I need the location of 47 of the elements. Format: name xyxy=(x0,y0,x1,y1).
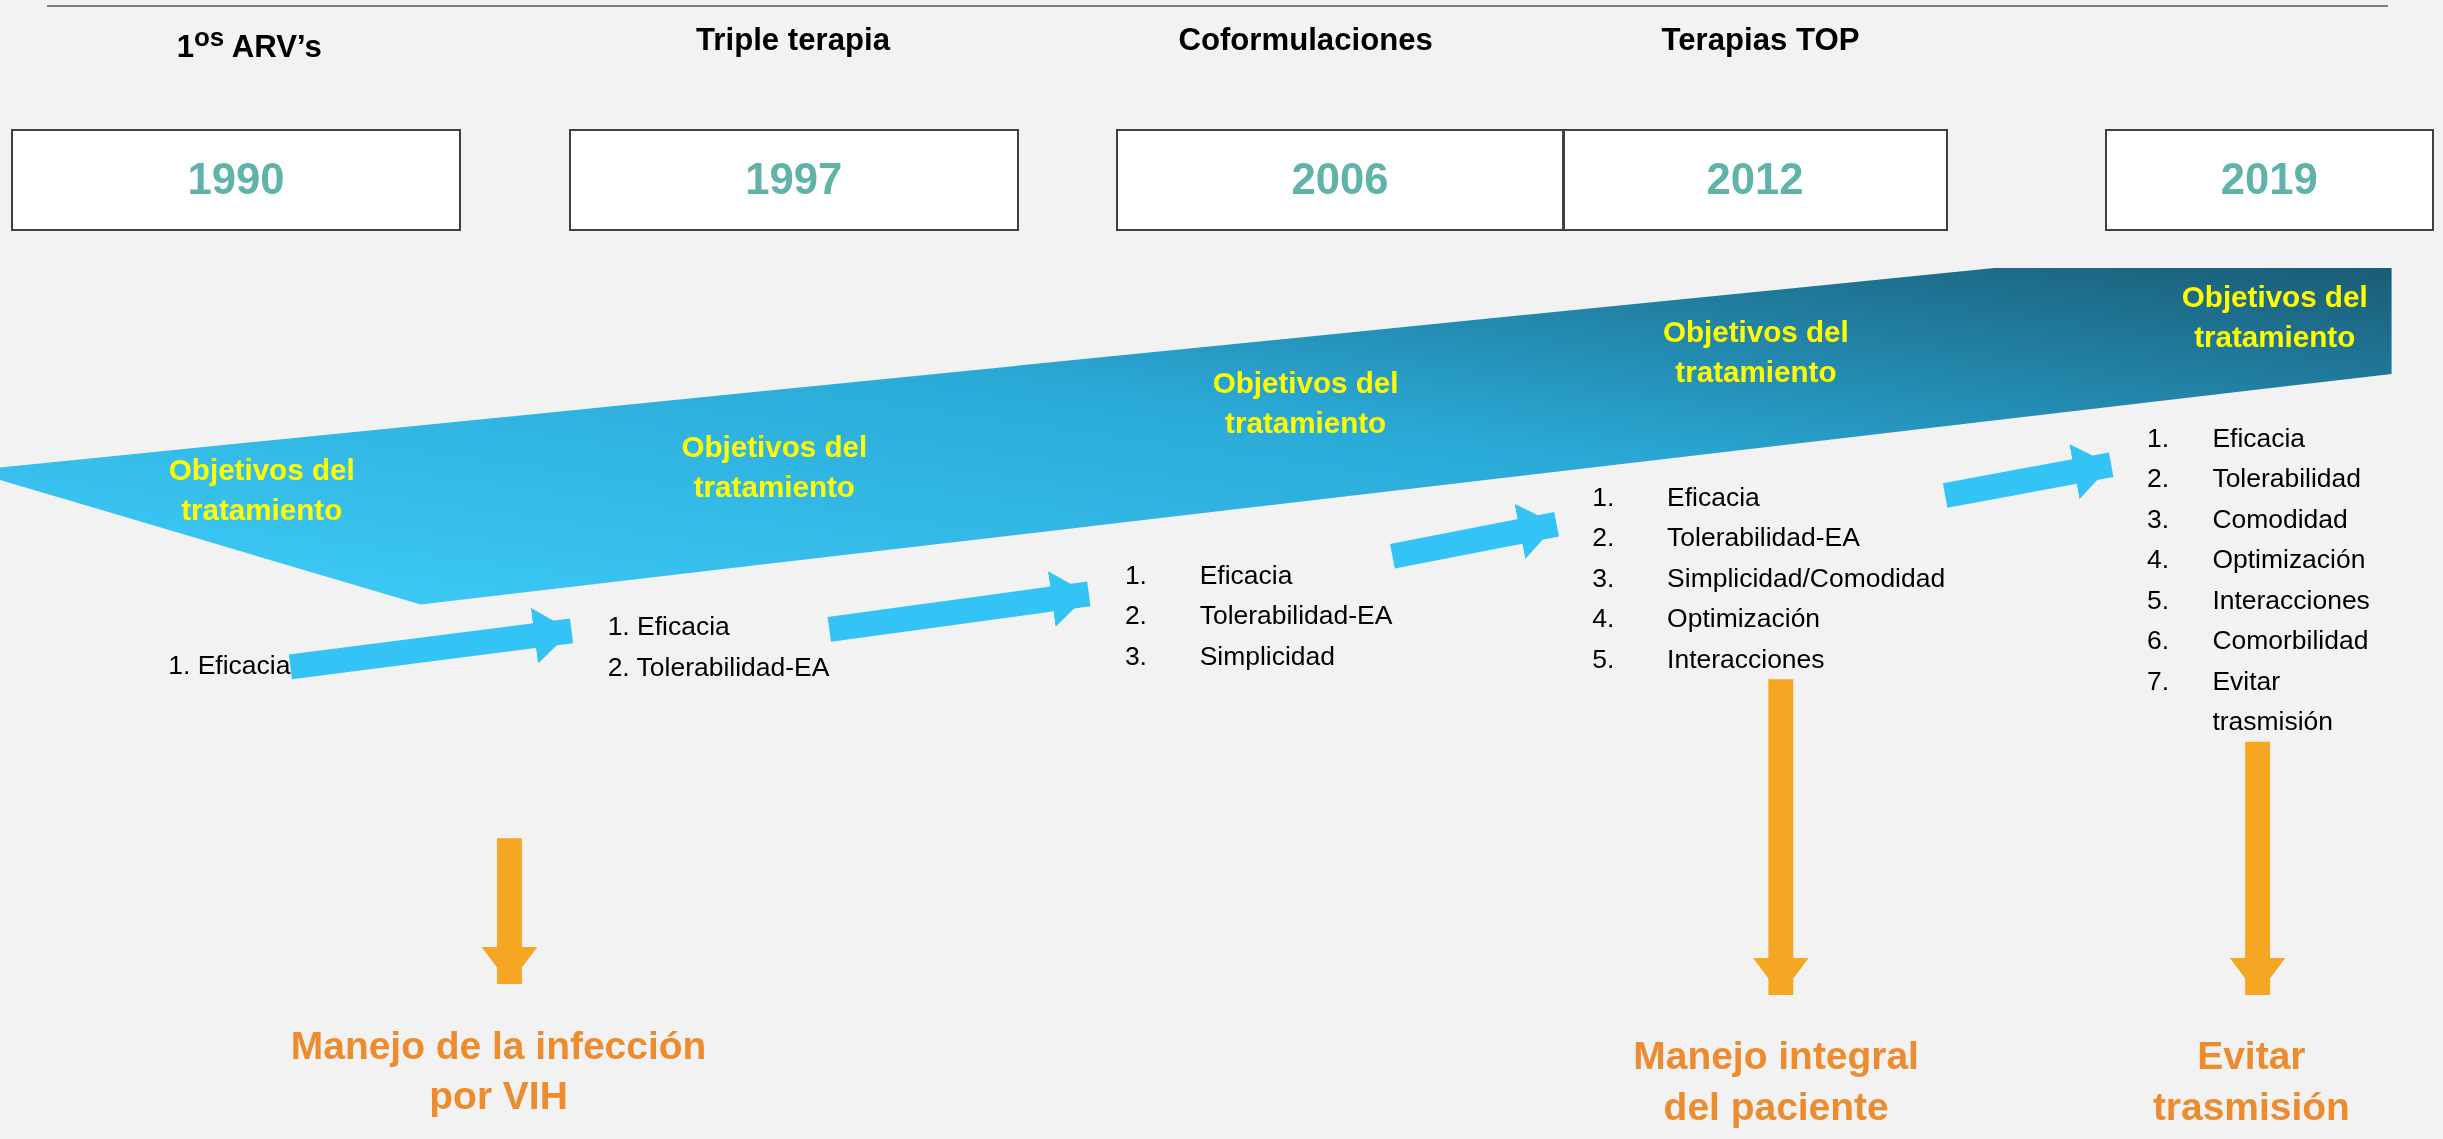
list-item: 3. Comodidad xyxy=(2146,502,2349,536)
outcome-text: Manejo de la infección por VIH xyxy=(264,1020,733,1122)
list-item: 4. Optimización xyxy=(2146,543,2367,577)
block-arrow xyxy=(1390,503,1559,569)
block-arrow xyxy=(1752,679,1809,995)
block-arrow xyxy=(2229,741,2286,995)
outcome-text: Evitar trasmisión xyxy=(2118,1031,2384,1133)
year-label: 1997 xyxy=(744,154,844,204)
year-label: 2019 xyxy=(2219,154,2319,204)
era-heading: Terapias TOP xyxy=(1660,21,1861,58)
era-heading: Triple terapia xyxy=(695,21,892,58)
list-item: 2. Tolerabilidad-EA xyxy=(607,650,830,684)
list-item: 5. Interacciones xyxy=(1592,642,1826,676)
list-item: 6. Comorbilidad xyxy=(2146,624,2370,658)
block-arrow xyxy=(827,571,1091,642)
list-item: 1. Eficacia xyxy=(2146,421,2307,455)
year-box xyxy=(2104,129,2434,231)
band-heading: Objetivos del tratamiento xyxy=(2180,279,2369,356)
block-arrow xyxy=(1942,443,2114,508)
year-box xyxy=(1115,129,1565,231)
band-heading: Objetivos del tratamiento xyxy=(680,428,869,505)
list-item: 1. Eficacia xyxy=(168,649,291,682)
list-item: 4. Optimización xyxy=(1592,602,1822,636)
year-box xyxy=(10,129,462,231)
year-label: 2006 xyxy=(1290,154,1390,204)
block-arrow xyxy=(481,838,538,985)
year-label: 1990 xyxy=(186,154,286,204)
era-heading: Coformulaciones xyxy=(1177,21,1434,58)
list-item: 7. Evitar trasmisión xyxy=(2146,664,2334,739)
year-label: 2012 xyxy=(1705,154,1805,204)
band-heading: Objetivos del tratamiento xyxy=(167,452,356,529)
block-arrow xyxy=(288,607,574,680)
list-item: 3. Simplicidad/Comodidad xyxy=(1592,561,1946,595)
list-item: 1. Eficacia xyxy=(1592,480,1761,514)
outcome-text: Manejo integral del paciente xyxy=(1604,1031,1948,1133)
list-item: 3. Simplicidad xyxy=(1124,639,1336,673)
era-heading: 1$^{os}$ ARV’s xyxy=(175,21,323,66)
list-item: 2. Tolerabilidad xyxy=(2146,462,2363,496)
list-item: 1. Eficacia xyxy=(607,610,731,644)
band-heading: Objetivos del tratamiento xyxy=(1661,313,1850,390)
list-item: 2. Tolerabilidad-EA xyxy=(1592,521,1861,555)
list-item: 5. Interacciones xyxy=(2146,583,2371,617)
list-item: 2. Tolerabilidad-EA xyxy=(1124,599,1393,633)
year-box xyxy=(568,129,1019,231)
list-item: 1. Eficacia xyxy=(1124,558,1294,592)
year-box xyxy=(1562,129,1948,231)
band-heading: Objetivos del tratamiento xyxy=(1211,365,1400,441)
